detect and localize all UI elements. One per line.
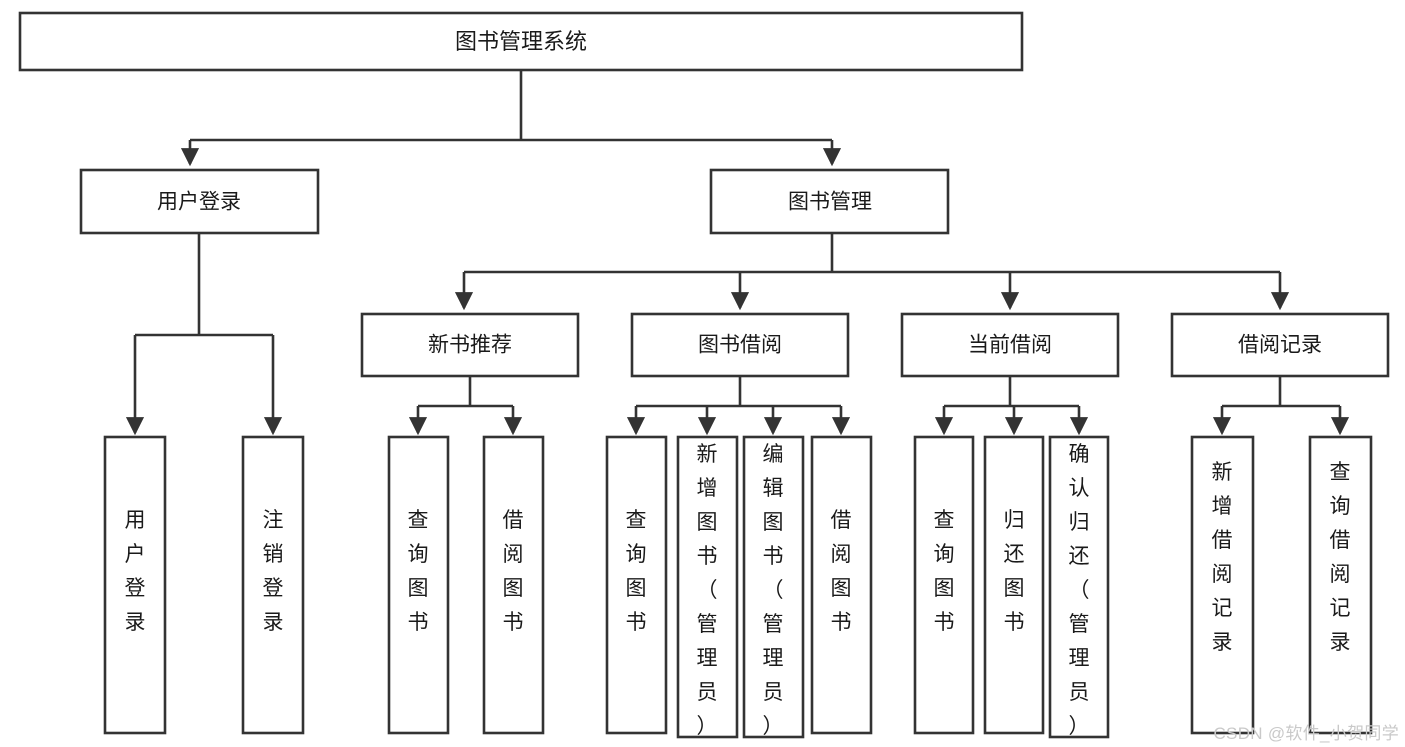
node-leaf-borrow-book-1-box — [482, 435, 545, 735]
node-book-management-label: 图书管理 — [788, 191, 872, 214]
node-new-book-recommend-label: 新书推荐 — [428, 334, 512, 357]
node-leaf-user-login[interactable]: 用户登录 — [103, 435, 167, 735]
node-user-login[interactable]: 用户登录 — [79, 168, 320, 235]
node-leaf-logout-login-box — [241, 435, 305, 735]
node-leaf-edit-book-label: 编辑图书（管理员） — [763, 443, 784, 738]
edge-group-new-book-recommend-to-leaves — [408, 376, 523, 436]
node-leaf-confirm-return[interactable]: 确认归还（管理员） — [1048, 435, 1110, 739]
node-leaf-edit-book-box — [742, 435, 805, 739]
edge-group-user-login-to-leaves — [125, 233, 283, 436]
node-leaf-query-book-1-box — [387, 435, 450, 735]
node-user-login-box — [79, 168, 320, 235]
node-book-management-box — [709, 168, 950, 235]
node-leaf-add-book[interactable]: 新增图书（管理员） — [676, 435, 739, 739]
node-leaf-borrow-book-1[interactable]: 借阅图书 — [482, 435, 545, 735]
node-leaf-query-borrow-record[interactable]: 查询借阅记录 — [1308, 435, 1373, 735]
node-borrow-record-label: 借阅记录 — [1238, 334, 1322, 357]
node-leaf-borrow-book-2-label: 借阅图书 — [831, 509, 852, 634]
node-book-management[interactable]: 图书管理 — [709, 168, 950, 235]
node-leaf-user-login-label: 用户登录 — [125, 509, 146, 634]
node-leaf-query-book-3-label: 查询图书 — [934, 509, 955, 634]
node-leaf-query-borrow-record-label: 查询借阅记录 — [1330, 461, 1351, 654]
node-leaf-add-book-box — [676, 435, 739, 739]
node-leaf-edit-book[interactable]: 编辑图书（管理员） — [742, 435, 805, 739]
node-leaf-query-book-1-label: 查询图书 — [408, 509, 429, 634]
node-leaf-confirm-return-box — [1048, 435, 1110, 739]
node-leaf-confirm-return-label: 确认归还（管理员） — [1069, 443, 1090, 738]
node-leaf-query-book-2-box — [605, 435, 668, 735]
node-user-login-label: 用户登录 — [157, 191, 241, 214]
node-leaf-add-book-label: 新增图书（管理员） — [697, 443, 718, 738]
node-book-borrow-label: 图书借阅 — [698, 334, 782, 357]
node-root[interactable]: 图书管理系统 — [18, 11, 1024, 72]
node-leaf-logout-login-label: 注销登录 — [263, 509, 284, 634]
node-leaf-query-book-1[interactable]: 查询图书 — [387, 435, 450, 735]
node-new-book-recommend[interactable]: 新书推荐 — [360, 312, 580, 378]
node-borrow-record[interactable]: 借阅记录 — [1170, 312, 1390, 378]
node-leaf-borrow-book-2-box — [810, 435, 873, 735]
node-leaf-query-book-3[interactable]: 查询图书 — [913, 435, 975, 735]
node-leaf-user-login-box — [103, 435, 167, 735]
node-leaf-return-book-box — [983, 435, 1045, 735]
node-borrow-record-box — [1170, 312, 1390, 378]
node-leaf-add-borrow-record[interactable]: 新增借阅记录 — [1190, 435, 1255, 735]
node-leaf-add-borrow-record-box — [1190, 435, 1255, 735]
node-leaf-query-book-2[interactable]: 查询图书 — [605, 435, 668, 735]
node-new-book-recommend-box — [360, 312, 580, 378]
edge-group-current-borrow-to-leaves — [934, 376, 1089, 436]
node-leaf-query-book-2-label: 查询图书 — [626, 509, 647, 634]
node-leaf-borrow-book-2[interactable]: 借阅图书 — [810, 435, 873, 735]
node-root-box — [18, 11, 1024, 72]
node-current-borrow[interactable]: 当前借阅 — [900, 312, 1120, 378]
node-current-borrow-box — [900, 312, 1120, 378]
edge-group-book-borrow-to-leaves — [626, 376, 851, 436]
node-leaf-return-book-label: 归还图书 — [1004, 509, 1025, 634]
node-leaf-query-book-3-box — [913, 435, 975, 735]
edge-group-borrow-record-to-leaves — [1212, 376, 1350, 436]
edge-group-book-management-to-level3 — [454, 233, 1290, 311]
node-leaf-return-book[interactable]: 归还图书 — [983, 435, 1045, 735]
node-leaf-add-borrow-record-label: 新增借阅记录 — [1212, 461, 1233, 654]
node-leaf-query-borrow-record-box — [1308, 435, 1373, 735]
node-leaf-borrow-book-1-label: 借阅图书 — [503, 509, 524, 634]
node-book-borrow-box — [630, 312, 850, 378]
node-current-borrow-label: 当前借阅 — [968, 334, 1052, 357]
node-book-borrow[interactable]: 图书借阅 — [630, 312, 850, 378]
node-leaf-logout-login[interactable]: 注销登录 — [241, 435, 305, 735]
node-root-label: 图书管理系统 — [455, 29, 587, 54]
edge-group-root-to-level2 — [180, 70, 842, 167]
